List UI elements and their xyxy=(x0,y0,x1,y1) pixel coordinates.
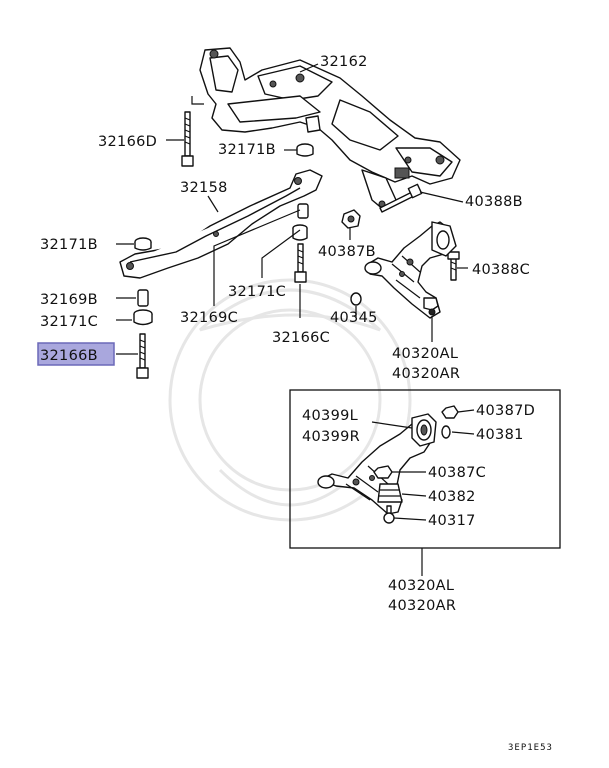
spacer-32169B xyxy=(137,289,149,307)
label-32171B-top[interactable]: 32171B xyxy=(218,142,276,158)
cushion-32171B-left xyxy=(134,237,152,251)
crossmember-32162 xyxy=(199,47,461,211)
bolt-32166D xyxy=(181,111,194,167)
label-32162[interactable]: 32162 xyxy=(320,54,368,70)
cushion-32171C-mid xyxy=(292,203,309,241)
label-32166D[interactable]: 32166D xyxy=(98,134,157,150)
label-32169C[interactable]: 32169C xyxy=(180,310,238,326)
lower-arm-40320-top xyxy=(364,221,457,319)
bar-32158 xyxy=(119,169,323,279)
label-40387C[interactable]: 40387C xyxy=(428,465,486,481)
label-32171B-left[interactable]: 32171B xyxy=(40,237,98,253)
bolt-40388B xyxy=(379,183,423,213)
break-symbol xyxy=(191,96,204,105)
label-40399R[interactable]: 40399R xyxy=(302,429,360,445)
highlight-32166B xyxy=(37,342,115,366)
bolt-32166B xyxy=(136,333,149,379)
label-40382[interactable]: 40382 xyxy=(428,489,476,505)
label-40388C[interactable]: 40388C xyxy=(472,262,530,278)
label-40320AL-bottom[interactable]: 40320AL xyxy=(388,578,454,594)
label-40381[interactable]: 40381 xyxy=(476,427,524,443)
boot-40382 xyxy=(377,483,403,503)
label-32166B[interactable]: 32166B xyxy=(40,348,98,364)
diagram-code: 3EP1E53 xyxy=(508,743,553,753)
bolt-40388C xyxy=(447,251,460,281)
bushing-40399 xyxy=(411,413,437,447)
label-32166C[interactable]: 32166C xyxy=(272,330,330,346)
label-40345[interactable]: 40345 xyxy=(330,310,378,326)
label-40320AR-bottom[interactable]: 40320AR xyxy=(388,598,456,614)
label-40387B[interactable]: 40387B xyxy=(318,244,376,260)
nut-40387D xyxy=(441,405,459,419)
label-40388B[interactable]: 40388B xyxy=(465,194,523,210)
cushion-32171C-left xyxy=(133,309,153,326)
label-40387D[interactable]: 40387D xyxy=(476,403,535,419)
leader-lines xyxy=(116,63,475,576)
washer-40381 xyxy=(441,425,451,439)
bolt-32166C xyxy=(294,243,307,283)
label-40399L[interactable]: 40399L xyxy=(302,408,358,424)
label-32171C-mid[interactable]: 32171C xyxy=(228,284,286,300)
nut-40387C xyxy=(373,465,393,479)
label-32169B[interactable]: 32169B xyxy=(40,292,98,308)
label-32158[interactable]: 32158 xyxy=(180,180,228,196)
label-32171C-left[interactable]: 32171C xyxy=(40,314,98,330)
lower-arm-40320-detail xyxy=(317,419,433,515)
label-40317[interactable]: 40317 xyxy=(428,513,476,529)
cushion-32171B-top xyxy=(296,143,314,157)
nut-40387B xyxy=(341,209,361,229)
label-40320AL-top[interactable]: 40320AL xyxy=(392,346,458,362)
label-40320AR-top[interactable]: 40320AR xyxy=(392,366,460,382)
detail-box xyxy=(289,389,561,549)
washer-40345 xyxy=(350,292,362,306)
